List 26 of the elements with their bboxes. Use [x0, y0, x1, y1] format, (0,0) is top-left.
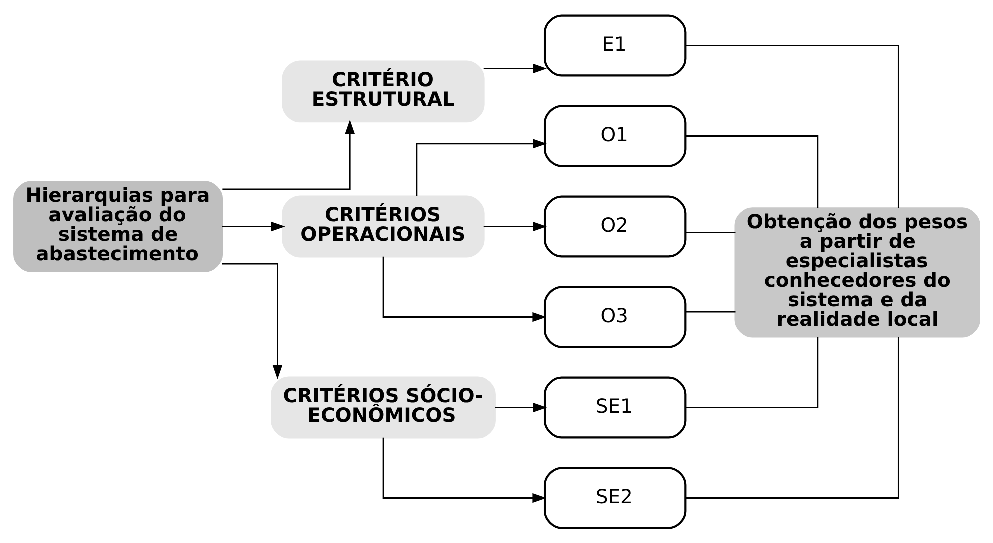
node-box: O2 — [544, 195, 686, 258]
connector — [685, 44, 899, 208]
arrow — [382, 437, 546, 503]
node-box: SE2 — [544, 466, 686, 529]
node-box: Obtenção dos pesos a partir de especialistas conhecedores do sistema e da realidade local — [734, 207, 980, 338]
node-box: SE1 — [544, 376, 686, 438]
arrow — [222, 262, 282, 379]
connector — [685, 336, 899, 498]
node-box: CRITÉRIOS OPERACIONAIS — [282, 195, 484, 258]
arrow — [483, 221, 546, 232]
connector — [686, 231, 736, 233]
arrow — [416, 138, 546, 196]
arrow — [494, 402, 547, 412]
arrow — [382, 256, 546, 322]
arrow — [222, 221, 285, 232]
arrow — [483, 63, 546, 74]
arrow — [222, 120, 354, 190]
node-box: O3 — [544, 286, 686, 348]
node-box: E1 — [544, 14, 686, 76]
node-box: Hierarquias para avaliação do sistema de abastecimento — [13, 180, 223, 272]
connector — [686, 310, 736, 312]
connector — [686, 336, 818, 408]
node-box: CRITÉRIO ESTRUTURAL — [282, 60, 484, 122]
node-box: CRITÉRIOS SÓCIO-ECONÔMICOS — [270, 376, 496, 438]
node-box: O1 — [544, 104, 686, 167]
connector — [686, 135, 818, 208]
